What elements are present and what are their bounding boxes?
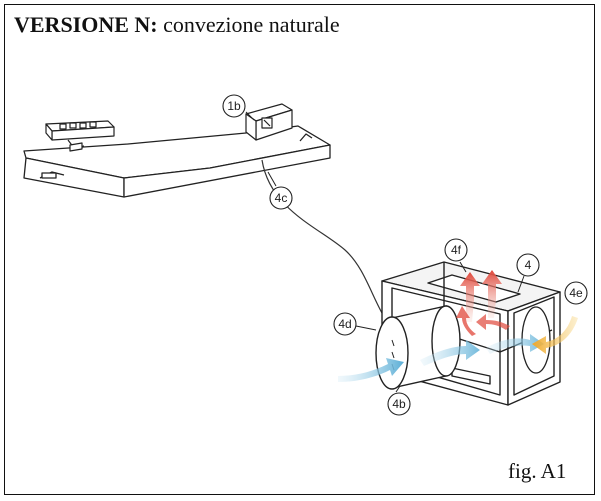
callout-4b-label: 4b (392, 397, 406, 411)
warm-air-arrow (532, 316, 578, 354)
callout-4f: 4f (444, 238, 468, 273)
mounting-bracket-1b (245, 103, 293, 141)
figure-frame (4, 4, 595, 495)
mounting-bracket-left (45, 120, 115, 152)
callout-4e-label: 4e (569, 286, 583, 300)
cold-air-arrow-right (486, 334, 544, 354)
hot-air-arrow-inner-2 (476, 314, 510, 330)
title-description: convezione naturale (163, 12, 340, 37)
cold-air-arrow-inlet (338, 358, 404, 382)
callout-4-label: 4 (525, 258, 532, 272)
duct-connector (375, 305, 461, 390)
figure-label: fig. A1 (508, 459, 567, 483)
callout-4c-label: 4c (275, 191, 288, 205)
callout-4d: 4d (333, 312, 377, 336)
callout-4f-label: 4f (451, 243, 462, 257)
callout-4e: 4e (564, 281, 588, 305)
airflow-arrows (338, 270, 578, 382)
callout-4d-label: 4d (338, 317, 351, 331)
callout-1b-label: 1b (227, 99, 241, 113)
callout-4c: 4c (267, 171, 293, 210)
cold-air-arrow-inner (420, 340, 480, 366)
callout-4b: 4b (387, 385, 411, 416)
control-panel-housing (23, 125, 331, 198)
hot-air-arrow-inner (456, 306, 476, 336)
callout-1b: 1b (222, 94, 255, 121)
connection-cable (261, 159, 387, 321)
callout-4: 4 (516, 253, 540, 293)
title-version: VERSIONE N: (14, 12, 158, 37)
hot-air-arrow-right (482, 270, 502, 318)
hot-air-arrow-left (460, 272, 480, 322)
figure-title: VERSIONE N: convezione naturale (14, 12, 340, 38)
